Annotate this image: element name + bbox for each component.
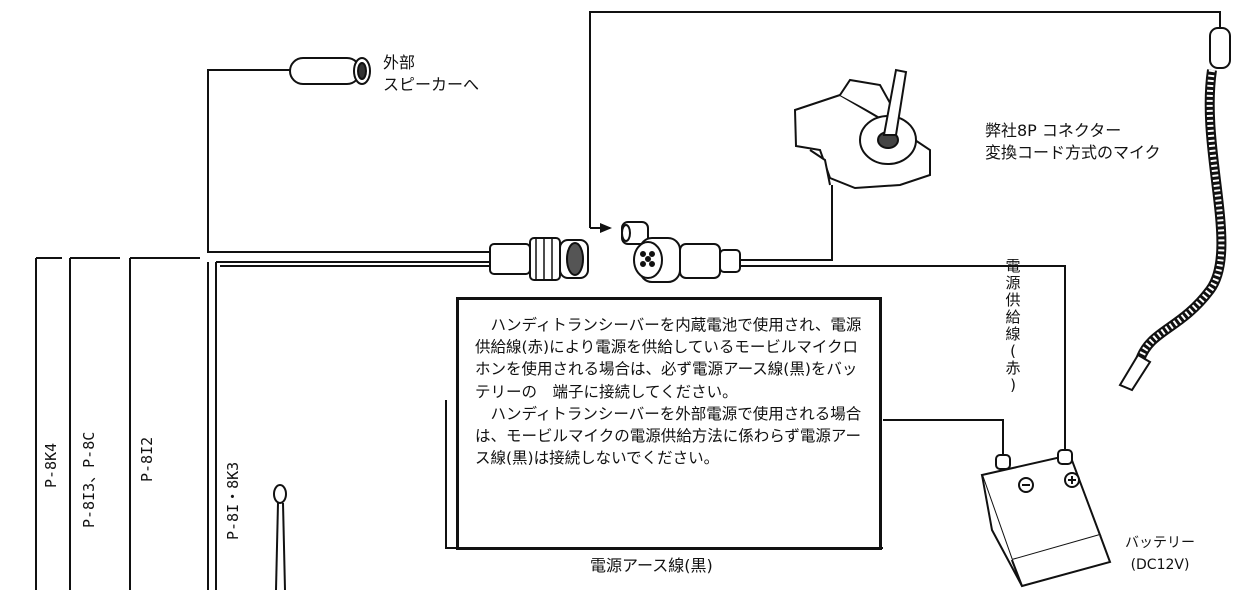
external-speaker-line2: スピーカーへ <box>383 75 480 94</box>
ground-wire-right <box>883 419 1004 455</box>
connector-mic-label: 弊社8P コネクター 変換コード方式のマイク <box>985 120 1161 164</box>
model-label-p8k4: P-8K4 <box>42 442 60 488</box>
notice-box: ハンディトランシーバーを内蔵電池で使用され、電源供給線(赤)により電源を供給して… <box>456 297 882 550</box>
power-red-wire <box>740 265 1066 455</box>
notice-paragraph-2: ハンディトランシーバーを外部電源で使用される場合は、モービルマイクの電源供給方法… <box>475 404 862 468</box>
notice-paragraph-1: ハンディトランシーバーを内蔵電池で使用され、電源供給線(赤)により電源を供給して… <box>475 316 862 401</box>
model-label-p8i-8k3: P-8I・8K3 <box>224 461 242 540</box>
power-supply-char: 赤 <box>1005 359 1021 377</box>
connector-icon <box>489 237 589 281</box>
power-supply-char: 源 <box>1005 274 1021 292</box>
battery-line1: バッテリー <box>1125 535 1195 551</box>
power-supply-char: 供 <box>1005 291 1021 309</box>
battery-label: バッテリー (DC12V) <box>1125 532 1195 576</box>
model-label-p8i2: P-8I2 <box>138 436 156 482</box>
mic-down-cable <box>740 185 833 261</box>
speaker-cable <box>207 69 490 253</box>
mic-top-cable <box>589 11 1221 228</box>
battery-icon <box>980 449 1112 588</box>
power-supply-char: 給 <box>1005 308 1021 326</box>
connector-mic-line1: 弊社8P コネクター <box>985 121 1122 140</box>
power-supply-char: 電 <box>1005 257 1021 275</box>
connector-mic-line2: 変換コード方式のマイク <box>985 143 1161 162</box>
external-speaker-line1: 外部 <box>383 53 416 72</box>
microphone-icon <box>793 68 931 190</box>
power-supply-char: 線 <box>1005 325 1021 343</box>
speaker-plug-icon <box>289 57 371 85</box>
adapter-plug-icon <box>621 221 741 283</box>
antenna-icon <box>273 484 287 590</box>
battery-line2: (DC12V) <box>1130 557 1190 573</box>
gooseneck-mic-icon <box>1118 27 1231 392</box>
ground-line-label: 電源アース線(黒) <box>590 556 713 575</box>
model-label-p8i3: P-8I3、P-8C <box>80 431 98 528</box>
power-supply-label: 電源供給線(赤) <box>1004 258 1022 394</box>
external-speaker-label: 外部 スピーカーへ <box>383 52 479 96</box>
power-supply-char: ) <box>1010 376 1016 394</box>
power-supply-char: ( <box>1010 342 1016 360</box>
